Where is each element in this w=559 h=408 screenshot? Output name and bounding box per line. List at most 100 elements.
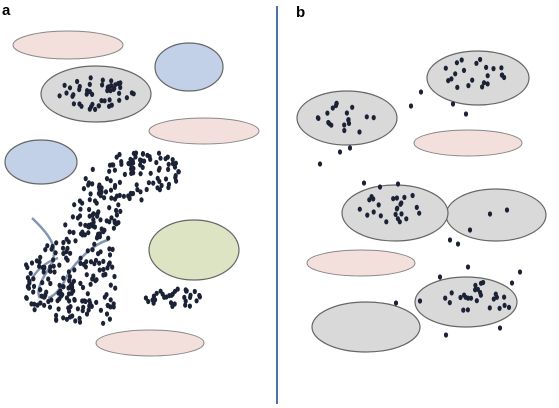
particle-dot-icon — [166, 181, 172, 187]
particle-dot-icon — [129, 166, 134, 172]
particle-dot-icon — [61, 284, 66, 290]
particle-dot-icon — [499, 65, 504, 71]
particle-dot-icon — [455, 84, 460, 90]
particle-dot-icon — [98, 249, 103, 255]
particle-dot-icon — [90, 247, 95, 253]
particle-dot-icon — [197, 292, 202, 299]
particle-dot-icon — [107, 246, 112, 252]
particle-dot-icon — [61, 239, 66, 246]
particle-dot-icon — [56, 306, 61, 312]
particle-dot-icon — [91, 217, 96, 223]
particle-dot-icon — [110, 264, 115, 270]
particle-dot-icon — [107, 252, 113, 258]
gray-ellipse — [311, 301, 421, 353]
particle-dot-icon — [418, 89, 424, 95]
particle-dot-icon — [87, 81, 92, 87]
particle-dot-icon — [32, 307, 37, 313]
particle-dot-icon — [122, 171, 127, 177]
particle-dot-icon — [449, 290, 454, 296]
particle-dot-icon — [72, 267, 77, 273]
particle-dot-icon — [104, 176, 110, 182]
particle-dot-icon — [84, 272, 89, 278]
particle-dot-icon — [88, 259, 94, 265]
particle-dot-icon — [497, 325, 503, 331]
particle-dot-icon — [90, 166, 95, 172]
particle-dot-icon — [50, 243, 55, 250]
particle-dot-icon — [53, 250, 58, 256]
particle-dot-icon — [133, 154, 138, 160]
particle-dot-icon — [66, 291, 72, 297]
particle-dot-icon — [48, 268, 53, 274]
particle-dot-icon — [138, 162, 143, 168]
particle-dot-icon — [31, 276, 36, 282]
particle-dot-icon — [450, 101, 456, 107]
particle-dot-icon — [334, 100, 339, 106]
particle-dot-icon — [128, 156, 133, 162]
particle-dot-icon — [144, 186, 149, 193]
particle-dot-icon — [131, 160, 136, 166]
particle-dot-icon — [88, 281, 93, 287]
particle-dot-icon — [417, 210, 422, 216]
particle-dot-icon — [95, 213, 100, 219]
green-ellipse — [148, 219, 240, 281]
particle-dot-icon — [79, 103, 84, 109]
particle-dot-icon — [397, 219, 402, 225]
particle-dot-icon — [107, 316, 112, 322]
particle-dot-icon — [45, 243, 50, 249]
particle-dot-icon — [86, 307, 91, 313]
particle-dot-icon — [42, 302, 47, 308]
particle-dot-icon — [71, 288, 76, 294]
particle-dot-icon — [350, 104, 355, 110]
particle-dot-icon — [113, 182, 118, 189]
particle-dot-icon — [87, 106, 92, 112]
particle-dot-icon — [71, 278, 76, 284]
particle-dot-icon — [437, 274, 443, 280]
gray-ellipse-with-particles — [445, 188, 547, 242]
particle-dot-icon — [151, 180, 156, 186]
particle-dot-icon — [443, 295, 448, 301]
particle-dot-icon — [346, 117, 351, 123]
particle-dot-icon — [71, 229, 76, 236]
particle-dot-icon — [68, 283, 73, 289]
particle-dot-icon — [463, 111, 469, 117]
pink-ellipse — [12, 30, 124, 60]
particle-dot-icon — [48, 264, 53, 270]
particle-dot-icon — [83, 264, 88, 270]
particle-dot-icon — [404, 216, 409, 222]
particle-dot-icon — [138, 189, 143, 195]
particle-dot-icon — [447, 300, 452, 306]
particle-dot-icon — [365, 212, 370, 218]
particle-dot-icon — [504, 207, 510, 213]
gray-ellipse-with-particles — [40, 65, 152, 123]
particle-dot-icon — [96, 209, 101, 215]
particle-dot-icon — [84, 259, 89, 265]
particle-dot-icon — [44, 289, 49, 295]
particle-dot-icon — [133, 150, 139, 156]
particle-dot-icon — [90, 101, 95, 107]
particle-dot-icon — [68, 304, 73, 310]
particle-dot-icon — [61, 275, 66, 281]
particle-dot-icon — [156, 150, 162, 156]
particle-dot-icon — [92, 224, 97, 230]
particle-dot-icon — [317, 161, 323, 167]
particle-dot-icon — [393, 211, 398, 217]
particle-dot-icon — [78, 206, 83, 212]
blue-ellipse — [154, 42, 224, 92]
particle-dot-icon — [377, 184, 383, 190]
particle-dot-icon — [461, 307, 466, 313]
particle-dot-icon — [446, 78, 451, 84]
particle-dot-icon — [87, 224, 92, 230]
particle-dot-icon — [81, 186, 86, 192]
particle-dot-icon — [107, 103, 112, 109]
particle-dot-icon — [80, 298, 85, 304]
particle-dot-icon — [107, 162, 113, 168]
particle-dot-icon — [443, 65, 448, 71]
particle-dot-icon — [458, 294, 463, 301]
particle-dot-icon — [117, 151, 122, 158]
particle-dot-icon — [384, 219, 389, 225]
particle-dot-icon — [24, 295, 29, 301]
particle-dot-icon — [62, 82, 67, 88]
particle-dot-icon — [97, 267, 102, 273]
particle-dot-icon — [83, 176, 88, 182]
